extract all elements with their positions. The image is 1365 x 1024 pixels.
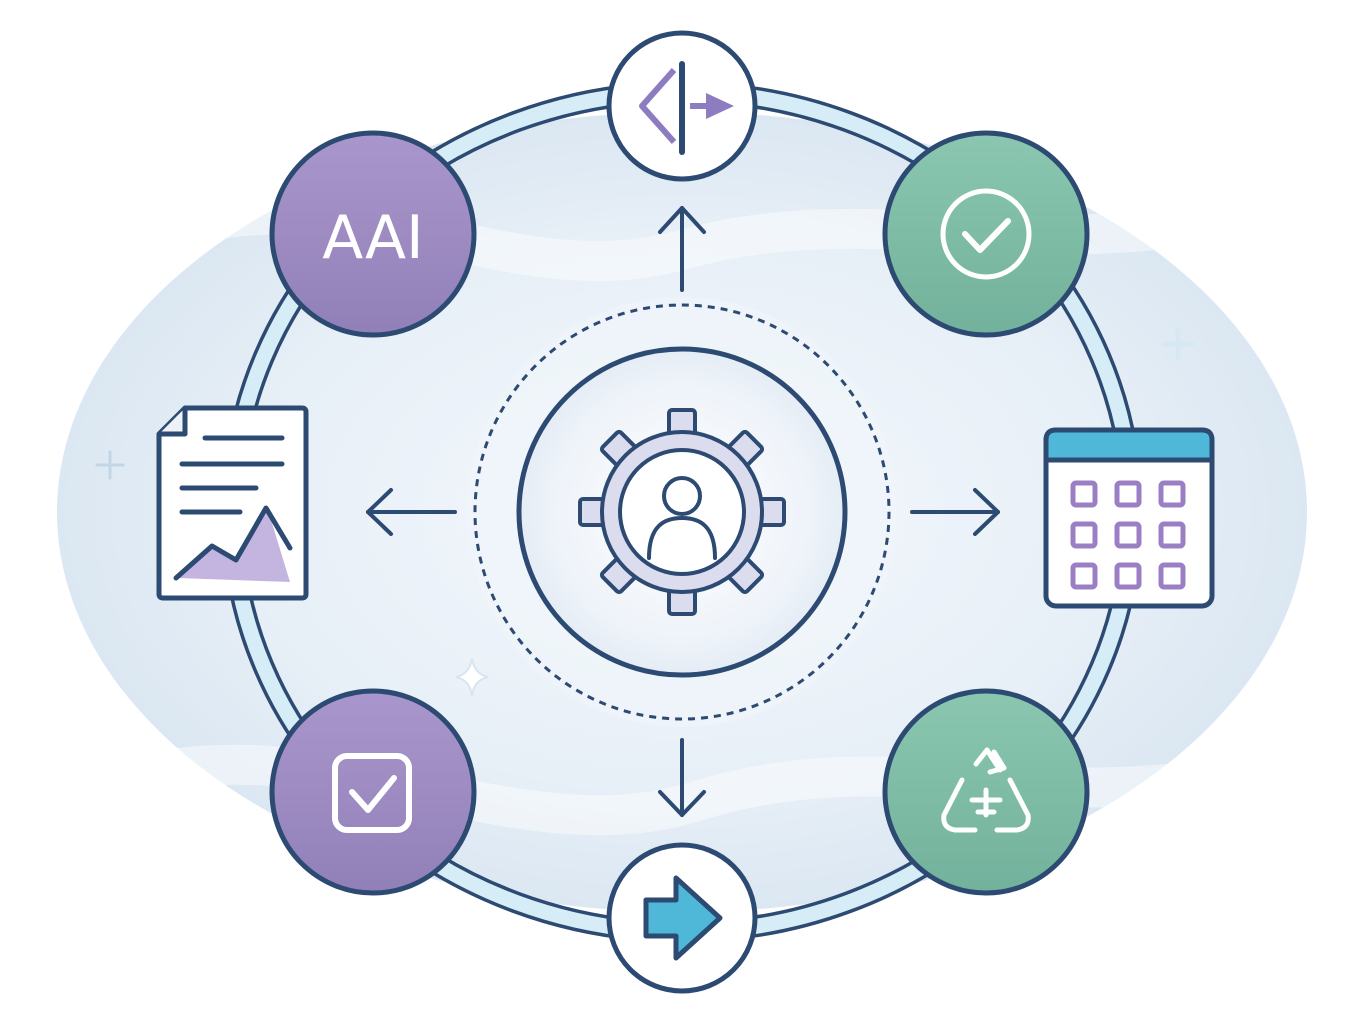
node-top bbox=[606, 30, 758, 182]
document-chart-icon bbox=[156, 405, 309, 601]
node-ai-label: AAI bbox=[322, 203, 423, 273]
arrow-up bbox=[658, 206, 706, 292]
play-arrow-icon bbox=[643, 875, 723, 961]
central-hub bbox=[467, 297, 897, 727]
node-report bbox=[156, 405, 309, 601]
node-schedule bbox=[1043, 427, 1215, 609]
arrow-down bbox=[658, 738, 706, 817]
hub-dashed-ring bbox=[473, 303, 891, 721]
gear-user-icon bbox=[578, 408, 786, 616]
sparkle-star-icon bbox=[455, 657, 489, 697]
node-ai: AAI bbox=[269, 130, 477, 338]
node-recycle bbox=[882, 688, 1090, 896]
calendar-icon bbox=[1043, 427, 1215, 609]
split-arrow-icon bbox=[639, 61, 734, 155]
sparkle-plus-icon bbox=[1161, 327, 1195, 361]
node-bottom bbox=[606, 842, 758, 994]
node-task bbox=[269, 688, 477, 896]
arrow-left bbox=[366, 488, 457, 536]
arrow-right bbox=[910, 488, 1000, 536]
checkbox-icon bbox=[332, 753, 412, 833]
sparkle-plus-icon bbox=[95, 450, 125, 480]
recycle-icon bbox=[941, 747, 1031, 833]
node-approval bbox=[882, 130, 1090, 338]
check-circle-icon bbox=[940, 188, 1032, 280]
